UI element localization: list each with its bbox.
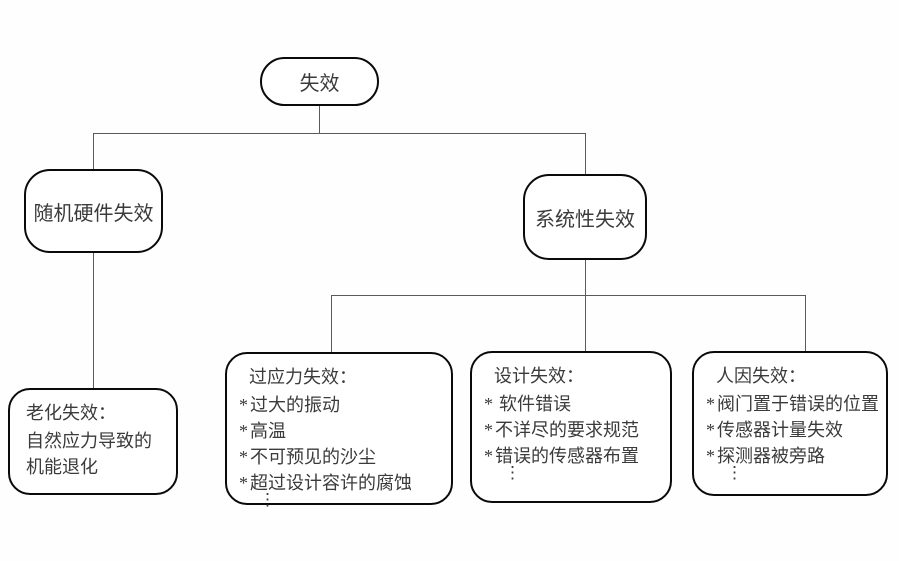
connector-to-systematic bbox=[585, 133, 586, 175]
bullet-star-icon: * bbox=[706, 446, 715, 466]
list-item: * 过大的振动 bbox=[239, 391, 441, 417]
list-item: * 阀门置于错误的位置 bbox=[706, 390, 879, 416]
node-aging-failure-line: 自然应力导致的 bbox=[26, 431, 152, 451]
node-human-failure-title: 人因失效： bbox=[716, 366, 806, 386]
node-systematic-failure-label: 系统性失效 bbox=[535, 208, 635, 231]
connector-root-to-level1 bbox=[319, 106, 320, 134]
connector-level2-horizontal-bar bbox=[331, 295, 805, 296]
list-item-label: 过大的振动 bbox=[250, 395, 340, 415]
vertical-ellipsis-icon: ⋮ bbox=[259, 490, 276, 509]
node-overstress-failure-title: 过应力失效： bbox=[249, 367, 357, 387]
bullet-star-icon: * bbox=[239, 421, 248, 441]
bullet-star-icon: * bbox=[484, 394, 493, 414]
node-human-failure[interactable]: 人因失效： * 阀门置于错误的位置 * 传感器计量失效 * 探测器被旁路 ⋮ bbox=[692, 351, 888, 496]
node-aging-failure[interactable]: 老化失效： 自然应力导致的 机能退化 bbox=[8, 388, 178, 495]
node-random-hardware-failure-label: 随机硬件失效 bbox=[33, 202, 154, 225]
list-item: * 高温 bbox=[239, 417, 441, 443]
node-systematic-failure[interactable]: 系统性失效 bbox=[523, 174, 647, 260]
list-item-label: 传感器计量失效 bbox=[717, 420, 843, 440]
node-failure-root[interactable]: 失效 bbox=[260, 57, 379, 106]
list-item-label: 超过设计容许的腐蚀 bbox=[250, 473, 412, 493]
list-item-label: 探测器被旁路 bbox=[717, 446, 825, 466]
bullet-star-icon: * bbox=[239, 395, 248, 415]
bullet-star-icon: * bbox=[239, 447, 248, 467]
connector-to-overstress bbox=[331, 295, 332, 353]
connector-random-hardware-to-aging bbox=[93, 253, 94, 389]
list-item: * 不详尽的要求规范 bbox=[484, 416, 660, 442]
connector-to-random-hardware bbox=[93, 133, 94, 170]
connector-level1-horizontal-bar bbox=[93, 133, 585, 134]
connector-to-design bbox=[585, 295, 586, 352]
list-item-label: 高温 bbox=[250, 421, 286, 441]
vertical-ellipsis-icon: ⋮ bbox=[504, 463, 521, 482]
list-item: * 不可预见的沙尘 bbox=[239, 443, 441, 469]
vertical-ellipsis-icon: ⋮ bbox=[726, 463, 743, 482]
node-aging-failure-title: 老化失效： bbox=[26, 403, 116, 423]
list-item-label: 不可预见的沙尘 bbox=[250, 447, 376, 467]
list-item: * 传感器计量失效 bbox=[706, 416, 876, 442]
node-failure-root-label: 失效 bbox=[299, 73, 340, 95]
node-random-hardware-failure[interactable]: 随机硬件失效 bbox=[24, 169, 163, 253]
bullet-star-icon: * bbox=[239, 473, 248, 493]
list-item-label: 阀门置于错误的位置 bbox=[717, 394, 879, 414]
node-overstress-failure[interactable]: 过应力失效： * 过大的振动 * 高温 * 不可预见的沙尘 * 超过设计容许的腐… bbox=[225, 352, 453, 509]
node-design-failure[interactable]: 设计失效： * 软件错误 * 不详尽的要求规范 * 错误的传感器布置 ⋮ bbox=[470, 351, 672, 503]
list-item-label: 不详尽的要求规范 bbox=[495, 420, 639, 440]
node-aging-failure-line: 机能退化 bbox=[26, 457, 98, 477]
list-item: * 错误的传感器布置 bbox=[484, 442, 660, 468]
list-item-label: 错误的传感器布置 bbox=[495, 446, 639, 466]
bullet-star-icon: * bbox=[706, 420, 715, 440]
bullet-star-icon: * bbox=[706, 394, 715, 414]
list-item: * 超过设计容许的腐蚀 bbox=[239, 469, 441, 495]
list-item: * 探测器被旁路 bbox=[706, 442, 876, 468]
connector-to-human bbox=[805, 295, 806, 352]
bullet-star-icon: * bbox=[484, 420, 493, 440]
list-item: * 软件错误 bbox=[484, 390, 660, 416]
node-design-failure-title: 设计失效： bbox=[494, 366, 584, 386]
list-item-label: 软件错误 bbox=[499, 394, 571, 414]
connector-systematic-to-level2 bbox=[585, 260, 586, 296]
bullet-star-icon: * bbox=[484, 446, 493, 466]
